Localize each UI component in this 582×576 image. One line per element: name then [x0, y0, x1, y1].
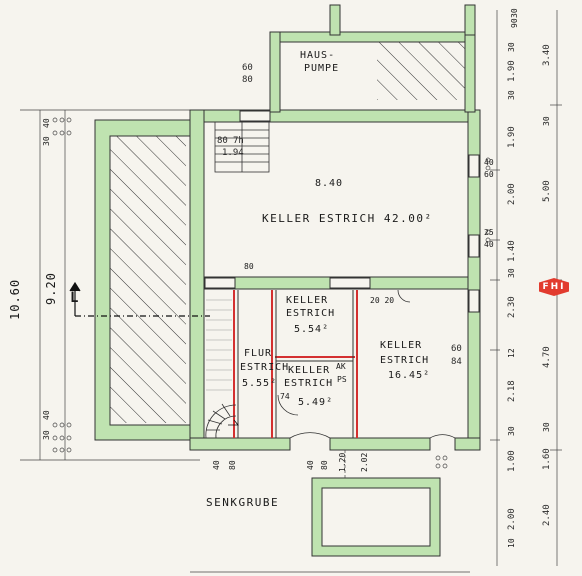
- keller-mid-area: 5.49²: [298, 397, 334, 408]
- haus-pumpe-label-1: HAUS-: [300, 50, 336, 61]
- dim-r1-10: 10: [507, 538, 516, 548]
- dim-bottom-202: 2.02: [360, 452, 369, 472]
- door-swings: [277, 289, 456, 439]
- dim-bottom-40: 40: [212, 460, 221, 470]
- dim-door-80: 80: [244, 262, 254, 271]
- dim-ak: AK: [336, 362, 346, 371]
- dim-right-40b: 40: [484, 240, 494, 249]
- dim-r1-140: 1.40: [507, 240, 517, 262]
- dim-pump-60: 60: [242, 63, 253, 73]
- dim-r1-200: 2.00: [507, 183, 517, 205]
- keller-small-area: 5.54²: [294, 324, 330, 335]
- spiral-stair: [205, 403, 239, 439]
- keller-small-name-1: KELLER: [286, 295, 329, 306]
- flur-area: 5.55²: [242, 378, 278, 389]
- keller-small-name-2: ESTRICH: [286, 308, 336, 319]
- dim-r2-30: 30: [542, 116, 551, 126]
- main-room-name: KELLER ESTRICH 42.00²: [262, 212, 433, 225]
- dim-r2-500: 5.00: [542, 180, 552, 202]
- dim-pump-80: 80: [242, 75, 253, 85]
- dim-right-60: 60: [484, 170, 494, 179]
- dim-left-1060: 10.60: [8, 278, 22, 320]
- flur-hatching: [206, 299, 232, 391]
- keller-right-name-1: KELLER: [380, 340, 423, 351]
- dim-r2-30b: 30: [542, 422, 551, 432]
- dim-r1-218: 2.18: [507, 380, 517, 402]
- dim-door-74: 74: [280, 392, 290, 401]
- section-marker-line: [69, 281, 210, 317]
- right-windows: [468, 154, 480, 313]
- right-dim-markers: [435, 157, 491, 469]
- dim-arrow-2020: 20 20: [370, 296, 395, 305]
- section-marker-letter: L: [70, 290, 80, 306]
- main-room-width: 8.40: [315, 178, 344, 189]
- dim-window-60: 60: [451, 344, 462, 354]
- keller-right-area: 16.45²: [388, 370, 431, 381]
- dim-r1-30c: 30: [507, 268, 516, 278]
- dim-r2-470: 4.70: [542, 346, 552, 368]
- interior-partitions-dark: [203, 290, 354, 438]
- dim-r1-30d: 30: [507, 426, 516, 436]
- fhi-badge: FHI: [539, 278, 569, 296]
- haus-pumpe-label-2: PUMPE: [304, 63, 340, 74]
- dim-left-920: 9.20: [44, 272, 58, 305]
- dim-left-40b: 40: [42, 410, 51, 420]
- dim-r2-240: 2.40: [542, 504, 552, 526]
- dim-right-40: 40: [484, 158, 494, 167]
- dim-r1-200b: 2.00: [507, 508, 517, 530]
- dim-left-30b: 30: [42, 430, 51, 440]
- keller-right-name-2: ESTRICH: [380, 355, 430, 366]
- flur-name-2: ESTRICH: [240, 362, 290, 373]
- dim-r1-100: 1.00: [507, 450, 517, 472]
- dim-r2-340: 3.40: [542, 44, 552, 66]
- interior-partitions: [233, 290, 358, 438]
- dim-bottom-40b: 40: [306, 460, 315, 470]
- hatched-area-left: [108, 133, 186, 423]
- dim-r1-30b: 30: [507, 90, 516, 100]
- senkgrube-label: SENKGRUBE: [206, 496, 280, 509]
- dim-bottom-80: 80: [228, 460, 237, 470]
- dim-r1-190a: 1.90: [507, 60, 517, 82]
- dim-top-r-30: 30: [510, 8, 519, 18]
- dim-top-r-90: 90: [510, 18, 519, 28]
- dim-window-84: 84: [451, 357, 462, 367]
- dim-r1-230: 2.30: [507, 296, 517, 318]
- dim-r1-190b: 1.90: [507, 126, 517, 148]
- stair-top: [214, 121, 270, 173]
- dimension-lines: [20, 10, 562, 573]
- dim-stair-80: 80: [217, 136, 228, 146]
- keller-mid-name-1: KELLER: [288, 365, 331, 376]
- top-openings: [204, 110, 371, 289]
- dim-left-30a: 30: [42, 136, 51, 146]
- dim-stair-194: 1.94: [222, 148, 244, 158]
- walls: [94, 4, 481, 557]
- flur-name-1: FLUR: [244, 348, 273, 359]
- dim-left-40a: 40: [42, 118, 51, 128]
- dim-ps: PS: [337, 375, 347, 384]
- dim-right-25: 25: [484, 228, 494, 237]
- hatched-area-top: [377, 42, 465, 100]
- dim-r1-30a: 30: [507, 42, 516, 52]
- dim-r1-12: 12: [507, 348, 516, 358]
- left-dim-markers: [52, 117, 72, 453]
- keller-mid-name-2: ESTRICH: [284, 378, 334, 389]
- dim-bottom-120: 1.20: [338, 452, 347, 472]
- dim-r2-160: 1.60: [542, 448, 552, 470]
- dim-stair-7h: 7h: [233, 136, 244, 146]
- dim-bottom-80b: 80: [320, 460, 329, 470]
